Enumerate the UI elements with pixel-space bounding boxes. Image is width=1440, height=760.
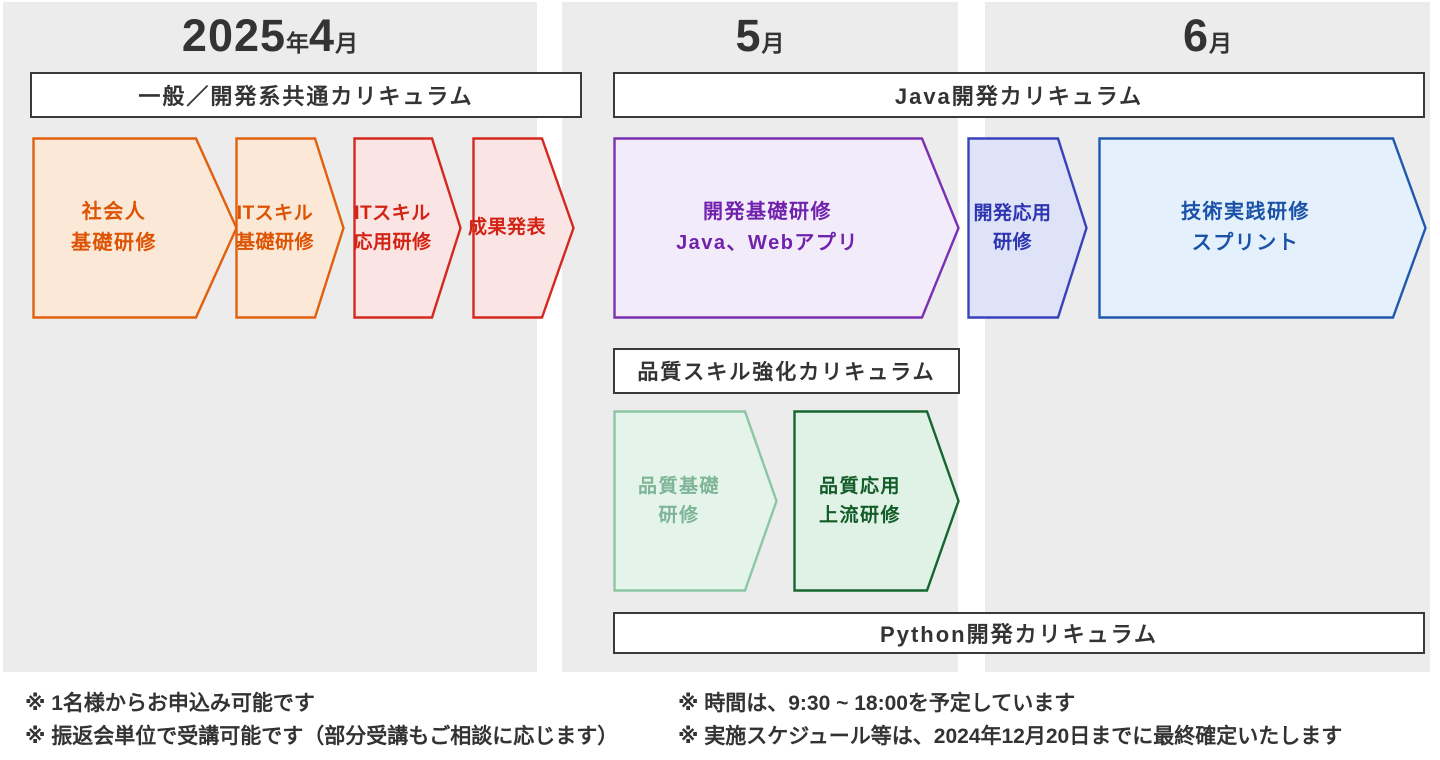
footnote: ※ 実施スケジュール等は、2024年12月20日までに最終確定いたします: [678, 725, 1343, 748]
header-common-curriculum: 一般／開発系共通カリキュラム: [30, 72, 582, 118]
arrow-kaihatsu-oyo-kenshu: 開発応用 研修: [967, 137, 1088, 319]
month-number: 5: [735, 10, 762, 61]
month-number: 4: [309, 10, 336, 61]
header-java-curriculum: Java開発カリキュラム: [613, 72, 1425, 118]
arrow-label: 社会人 基礎研修: [71, 201, 157, 254]
month-title-april: 2025年4月: [3, 10, 537, 62]
arrow-kaihatsu-kiso-kenshu: 開発基礎研修 Java、Webアプリ: [613, 137, 960, 319]
arrow-it-skill-kiso-kenshu: ITスキル 基礎研修: [235, 137, 345, 319]
arrow-label: 品質基礎 研修: [637, 475, 720, 526]
month-year-unit: 年: [286, 30, 310, 56]
arrow-label: 開発基礎研修 Java、Webアプリ: [676, 201, 859, 254]
arrow-it-skill-oyo-kenshu: ITスキル 応用研修: [353, 137, 462, 319]
month-year: 2025: [181, 10, 287, 61]
month-unit: 月: [335, 30, 359, 56]
arrow-gijutsu-jissen-kenshu: 技術実践研修 スプリント: [1098, 137, 1427, 319]
footnotes-right: ※ 時間は、9:30 ~ 18:00を予定しています ※ 実施スケジュール等は、…: [678, 687, 1342, 753]
footnote: ※ 時間は、9:30 ~ 18:00を予定しています: [678, 692, 1076, 715]
footnotes-left: ※ 1名様からお申込み可能です ※ 振返会単位で受講可能です（部分受講もご相談に…: [25, 687, 618, 753]
arrow-shape: [1098, 137, 1427, 319]
header-python-curriculum: Python開発カリキュラム: [613, 612, 1425, 654]
arrow-shape: [613, 410, 778, 592]
month-unit: 月: [1209, 30, 1233, 56]
arrow-shape: [967, 137, 1088, 319]
arrow-label: 開発応用 研修: [973, 202, 1052, 253]
footnote: ※ 振返会単位で受講可能です（部分受講もご相談に応じます）: [25, 725, 619, 748]
arrow-hinshitsu-kiso-kenshu: 品質基礎 研修: [613, 410, 778, 592]
arrow-shape: [235, 137, 345, 319]
arrow-shape: [472, 137, 575, 319]
arrow-seika-happyo: 成果発表: [468, 137, 575, 319]
arrow-label: 技術実践研修 スプリント: [1181, 201, 1310, 254]
arrow-label: ITスキル 基礎研修: [235, 202, 314, 253]
arrow-label: ITスキル 応用研修: [353, 202, 432, 253]
month-title-may: 5月: [562, 10, 958, 62]
arrow-shape: [613, 137, 960, 319]
arrow-label: 成果発表: [468, 217, 547, 239]
arrow-shape: [32, 137, 238, 319]
arrow-label: 品質応用 上流研修: [818, 475, 901, 526]
header-quality-curriculum: 品質スキル強化カリキュラム: [613, 348, 960, 394]
month-title-june: 6月: [985, 10, 1430, 62]
arrow-shape: [353, 137, 462, 319]
arrow-hinshitsu-oyo-joryu-kenshu: 品質応用 上流研修: [793, 410, 960, 592]
arrow-shakaijin-kiso-kenshu: 社会人 基礎研修: [32, 137, 238, 319]
arrow-shape: [793, 410, 960, 592]
month-number: 6: [1182, 10, 1210, 61]
month-unit: 月: [761, 30, 785, 56]
footnote: ※ 1名様からお申込み可能です: [25, 692, 315, 715]
